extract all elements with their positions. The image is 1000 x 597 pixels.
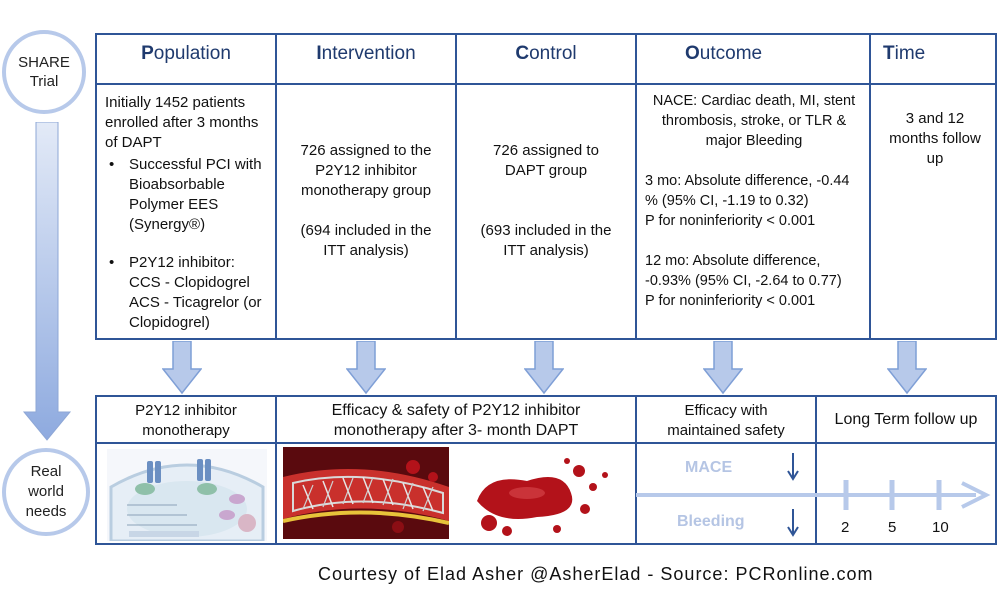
long-term-label: Long Term follow up: [834, 411, 978, 428]
maintained-safety-header: Efficacy with maintained safety: [637, 397, 815, 444]
control-header-rest: ontrol: [529, 43, 577, 64]
platelet-pathway-image: [107, 449, 267, 541]
intervention-header: Intervention: [277, 35, 455, 85]
population-acs-line: ACS - Ticagrelor (or Clopidogrel): [129, 294, 262, 331]
down-arrow-outcome: [703, 341, 743, 395]
outcome-3mo-p: P for noninferiority < 0.001: [645, 213, 816, 229]
real-world-needs-circle: Real world needs: [2, 448, 90, 536]
monotherapy-label: P2Y12 inhibitor monotherapy: [135, 402, 237, 439]
population-ccs-line: CCS - Clopidogrel: [129, 274, 250, 291]
efficacy-safety-cell: Efficacy & safety of P2Y12 inhibitor mon…: [277, 397, 637, 543]
outcome-column: Outcome NACE: Cardiac death, MI, stent t…: [637, 35, 871, 338]
year-label-5: 5: [888, 519, 897, 536]
control-body: 726 assigned to DAPT group (693 included…: [457, 85, 635, 338]
intervention-column: Intervention 726 assigned to the P2Y12 i…: [277, 35, 457, 338]
outcome-3mo-diff: 3 mo: Absolute difference, -0.44 % (95% …: [645, 173, 850, 209]
bleeding-image: [477, 458, 608, 536]
timeline-arrow: [636, 480, 991, 510]
outcome-header-rest: utcome: [699, 43, 763, 64]
monotherapy-cell: P2Y12 inhibitor monotherapy: [97, 397, 277, 543]
maintained-safety-label: Efficacy with maintained safety: [667, 402, 785, 439]
population-p2y12-line: P2Y12 inhibitor:: [129, 254, 235, 271]
intervention-assigned: 726 assigned to the P2Y12 inhibitor mono…: [300, 142, 432, 199]
monotherapy-header: P2Y12 inhibitor monotherapy: [97, 397, 275, 444]
outcome-nace: NACE: Cardiac death, MI, stent thrombosi…: [652, 93, 856, 149]
control-itt: (693 included in the ITT analysis): [480, 222, 612, 259]
control-assigned: 726 assigned to DAPT group: [493, 142, 599, 179]
control-initial: C: [515, 43, 530, 64]
down-arrow-control: [524, 341, 564, 395]
population-bullet-pci: Successful PCI with Bioabsorbable Polyme…: [105, 155, 271, 235]
mace-label: MACE: [685, 459, 733, 476]
intervention-body: 726 assigned to the P2Y12 inhibitor mono…: [277, 85, 455, 338]
year-label-2: 2: [841, 519, 850, 536]
outcome-12mo-diff: 12 mo: Absolute difference, -0.93% (95% …: [645, 253, 842, 289]
time-text: 3 and 12 months follow up: [889, 110, 981, 167]
time-header: Time: [871, 35, 995, 85]
population-column: Population Initially 1452 patients enrol…: [97, 35, 277, 338]
vertical-arrow: [22, 122, 72, 441]
intervention-initial: I: [316, 43, 322, 64]
footer-credit-text: Courtesy of Elad Asher @AsherElad - Sour…: [318, 564, 874, 584]
bleeding-label: Bleeding: [677, 513, 745, 530]
population-initial: P: [141, 43, 154, 64]
mace-down-arrow-icon: [787, 453, 799, 481]
maintained-safety-cell: Efficacy with maintained safety MACE Ble…: [637, 397, 817, 543]
efficacy-safety-header: Efficacy & safety of P2Y12 inhibitor mon…: [277, 397, 635, 444]
stent-vessel-image: [283, 447, 449, 539]
population-intro: Initially 1452 patients enrolled after 3…: [105, 94, 259, 151]
real-world-needs-label: Real world needs: [25, 463, 67, 520]
long-term-header: Long Term follow up: [817, 397, 995, 444]
outcome-body: NACE: Cardiac death, MI, stent thrombosi…: [637, 85, 869, 338]
control-column: Control 726 assigned to DAPT group (693 …: [457, 35, 637, 338]
year-label-10: 10: [932, 519, 949, 536]
picot-table: Population Initially 1452 patients enrol…: [95, 33, 997, 340]
population-bullet-pci-text: Successful PCI with Bioabsorbable Polyme…: [129, 156, 262, 233]
share-trial-label: SHARE Trial: [18, 54, 70, 90]
population-header: Population: [97, 35, 275, 85]
control-header: Control: [457, 35, 635, 85]
time-initial: T: [883, 43, 895, 64]
time-body: 3 and 12 months follow up: [871, 85, 995, 338]
time-header-rest: ime: [894, 43, 926, 64]
down-arrow-time: [887, 341, 927, 395]
population-body: Initially 1452 patients enrolled after 3…: [97, 85, 275, 338]
intervention-itt: (694 included in the ITT analysis): [300, 222, 432, 259]
population-header-rest: opulation: [153, 43, 231, 64]
outcome-12mo-p: P for noninferiority < 0.001: [645, 293, 816, 309]
population-bullet-p2y12: P2Y12 inhibitor: CCS - Clopidogrel ACS -…: [105, 253, 271, 333]
long-term-cell: Long Term follow up 2 5 10: [817, 397, 995, 543]
efficacy-safety-label: Efficacy & safety of P2Y12 inhibitor mon…: [331, 402, 581, 439]
needs-row: P2Y12 inhibitor monotherapy Efficacy & s…: [95, 395, 997, 545]
bleeding-down-arrow-icon: [787, 509, 799, 537]
intervention-header-rest: ntervention: [321, 43, 416, 64]
outcome-initial: O: [685, 43, 700, 64]
down-arrow-intervention: [346, 341, 386, 395]
share-trial-circle: SHARE Trial: [2, 30, 86, 114]
footer-credit: Courtesy of Elad Asher @AsherElad - Sour…: [318, 564, 874, 585]
down-arrow-population: [162, 341, 202, 395]
time-column: Time 3 and 12 months follow up: [871, 35, 995, 338]
outcome-header: Outcome: [637, 35, 869, 85]
